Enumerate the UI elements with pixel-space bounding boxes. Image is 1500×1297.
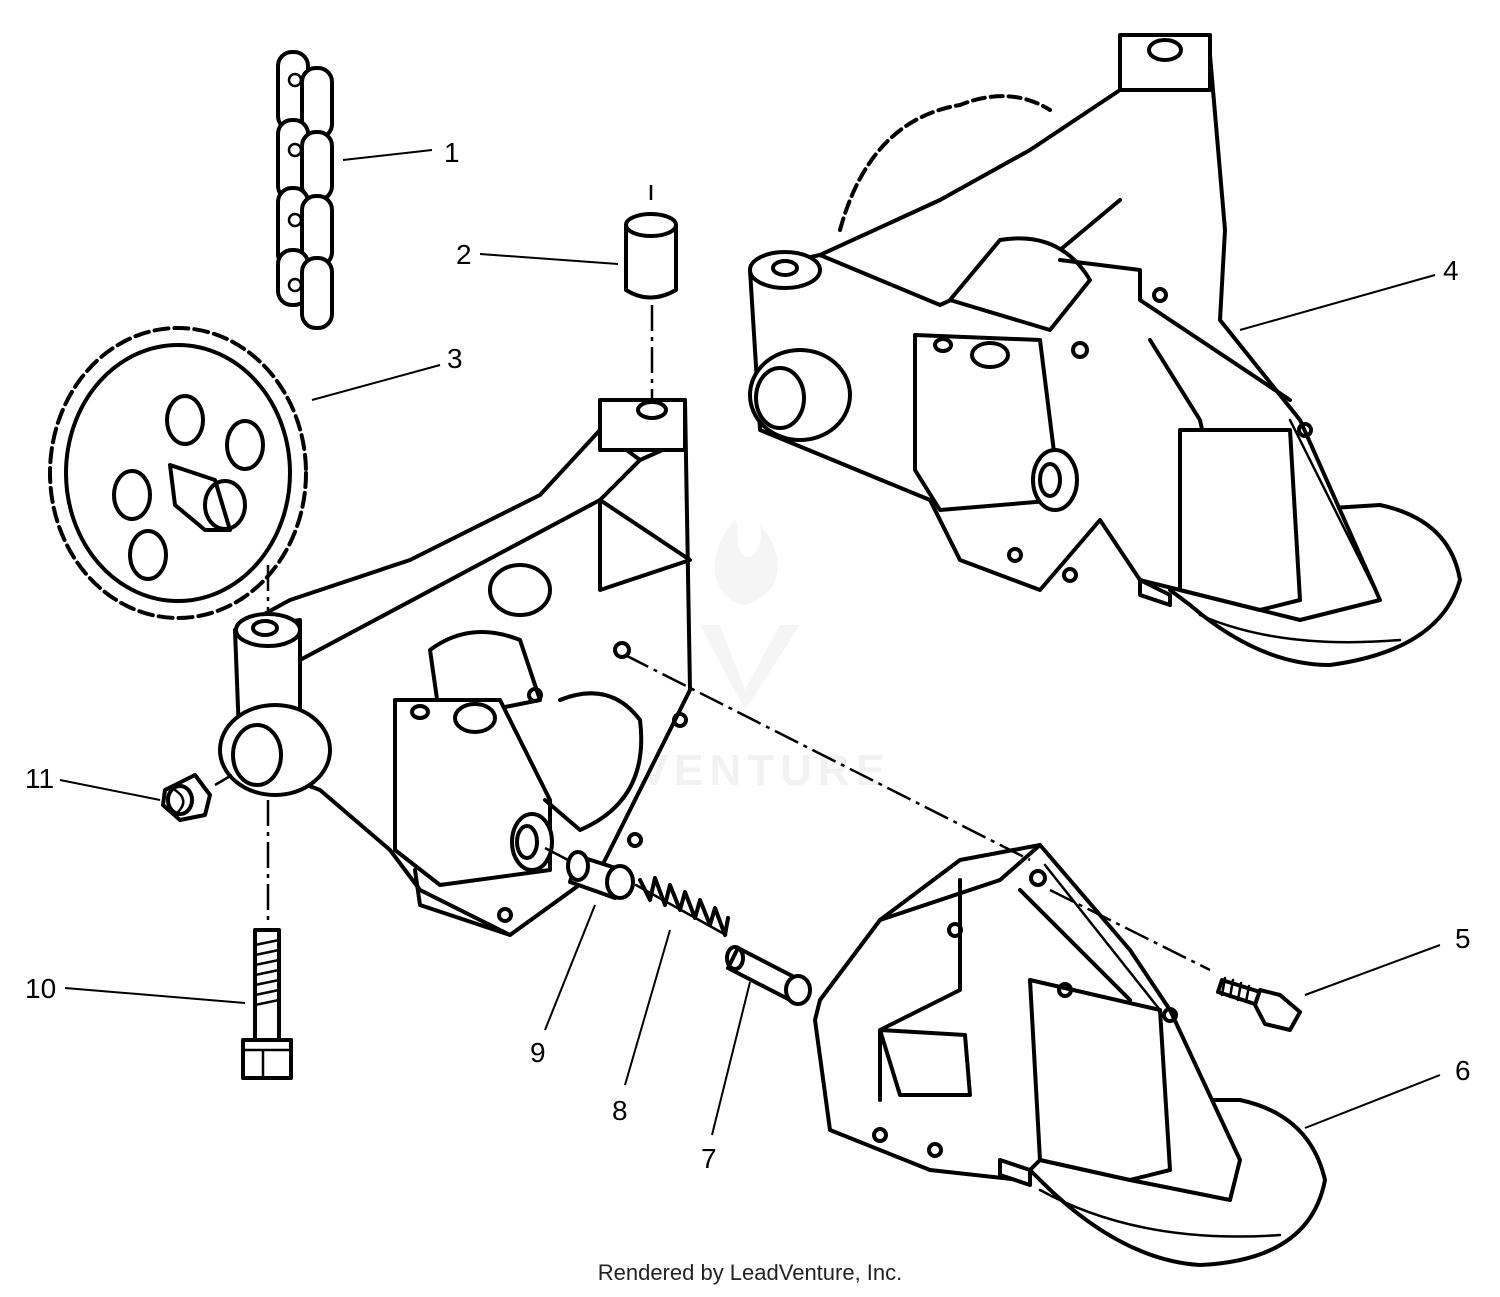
callout-10: 10 <box>25 973 56 1004</box>
part-7-pin <box>725 945 812 1006</box>
part-4-oil-pump-assembly <box>748 33 1462 667</box>
callout-11: 11 <box>25 763 54 794</box>
leader-9 <box>544 904 596 1031</box>
callout-6: 6 <box>1455 1055 1471 1086</box>
leader-8 <box>624 929 671 1086</box>
part-6-pump-housing <box>624 653 1327 1267</box>
callout-5: 5 <box>1455 923 1471 954</box>
leader-6 <box>1304 1074 1441 1129</box>
part-10-bolt <box>241 800 293 1080</box>
leader-5 <box>1304 944 1441 996</box>
callout-labels: 1 2 3 4 5 6 7 8 9 10 11 <box>25 137 1471 1174</box>
part-1-chain <box>276 50 334 330</box>
part-9-plunger <box>544 846 635 900</box>
callout-7: 7 <box>701 1143 717 1174</box>
part-8-spring <box>634 876 730 937</box>
callout-4: 4 <box>1443 255 1459 286</box>
leader-3 <box>311 364 441 401</box>
leader-1 <box>342 149 433 161</box>
callout-8: 8 <box>612 1095 628 1126</box>
leader-4 <box>1239 274 1436 331</box>
callout-2: 2 <box>456 239 472 270</box>
leader-11 <box>59 779 161 801</box>
callout-9: 9 <box>530 1037 546 1068</box>
callout-leaders <box>59 149 1441 1136</box>
part-5-bolt <box>1216 976 1302 1032</box>
part-11-fitting <box>161 773 233 822</box>
part-3-sprocket <box>48 326 308 620</box>
callout-1: 1 <box>444 137 460 168</box>
leader-10 <box>64 987 246 1004</box>
rendered-by-footer: Rendered by LeadVenture, Inc. <box>597 1260 903 1285</box>
leader-7 <box>711 981 751 1136</box>
main-pump-body <box>218 305 692 937</box>
part-2-bushing <box>624 185 678 300</box>
leader-2 <box>479 253 619 265</box>
callout-3: 3 <box>447 343 463 374</box>
